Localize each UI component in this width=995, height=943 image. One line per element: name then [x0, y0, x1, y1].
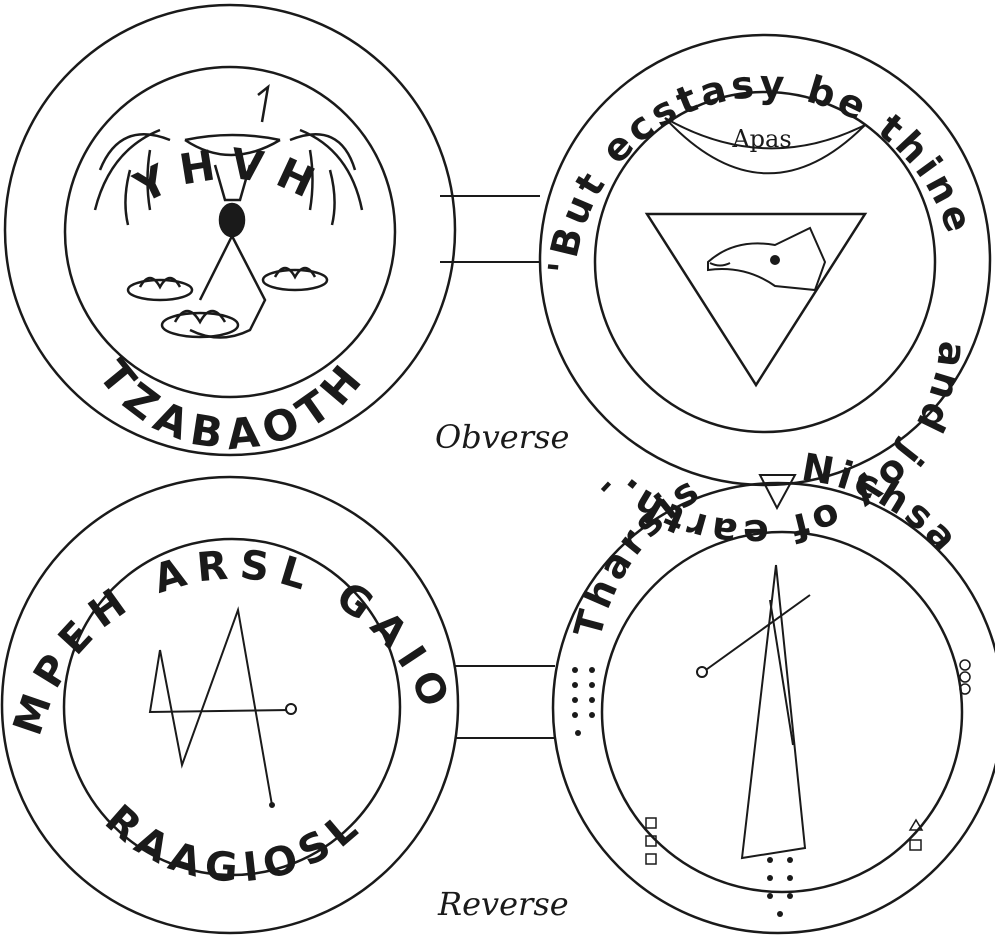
sigil-line-icon: [150, 610, 296, 807]
obverse-caption: Obverse: [435, 418, 569, 456]
sigil-line-icon: [697, 565, 810, 858]
dots-left-icon: [572, 667, 595, 736]
obverse-right-seal: 'But ecstasy be thine and joy of earth.'…: [540, 35, 990, 556]
raagiosl-inscription: RAAGIOSL: [96, 796, 372, 892]
reverse-caption: Reverse: [437, 885, 569, 923]
dots-bottom-icon: [767, 857, 793, 917]
reverse-connector: [455, 666, 555, 738]
water-triangle-icon: [647, 214, 865, 385]
yhvh-inscription: YHVH: [126, 139, 333, 213]
obverse-left-seal: YHVH TZABAOTH: [5, 5, 455, 459]
eagle-head-icon: [708, 228, 825, 290]
water-triangle-small-icon: [760, 475, 795, 508]
squares-left-icon: [646, 818, 656, 864]
fountain-cup-icon: [95, 87, 362, 338]
reverse-left-seal: EMPEH ARSL GAIOL RAAGIOSL: [0, 0, 461, 933]
tzabaoth-inscription: TZABAOTH: [89, 350, 376, 459]
